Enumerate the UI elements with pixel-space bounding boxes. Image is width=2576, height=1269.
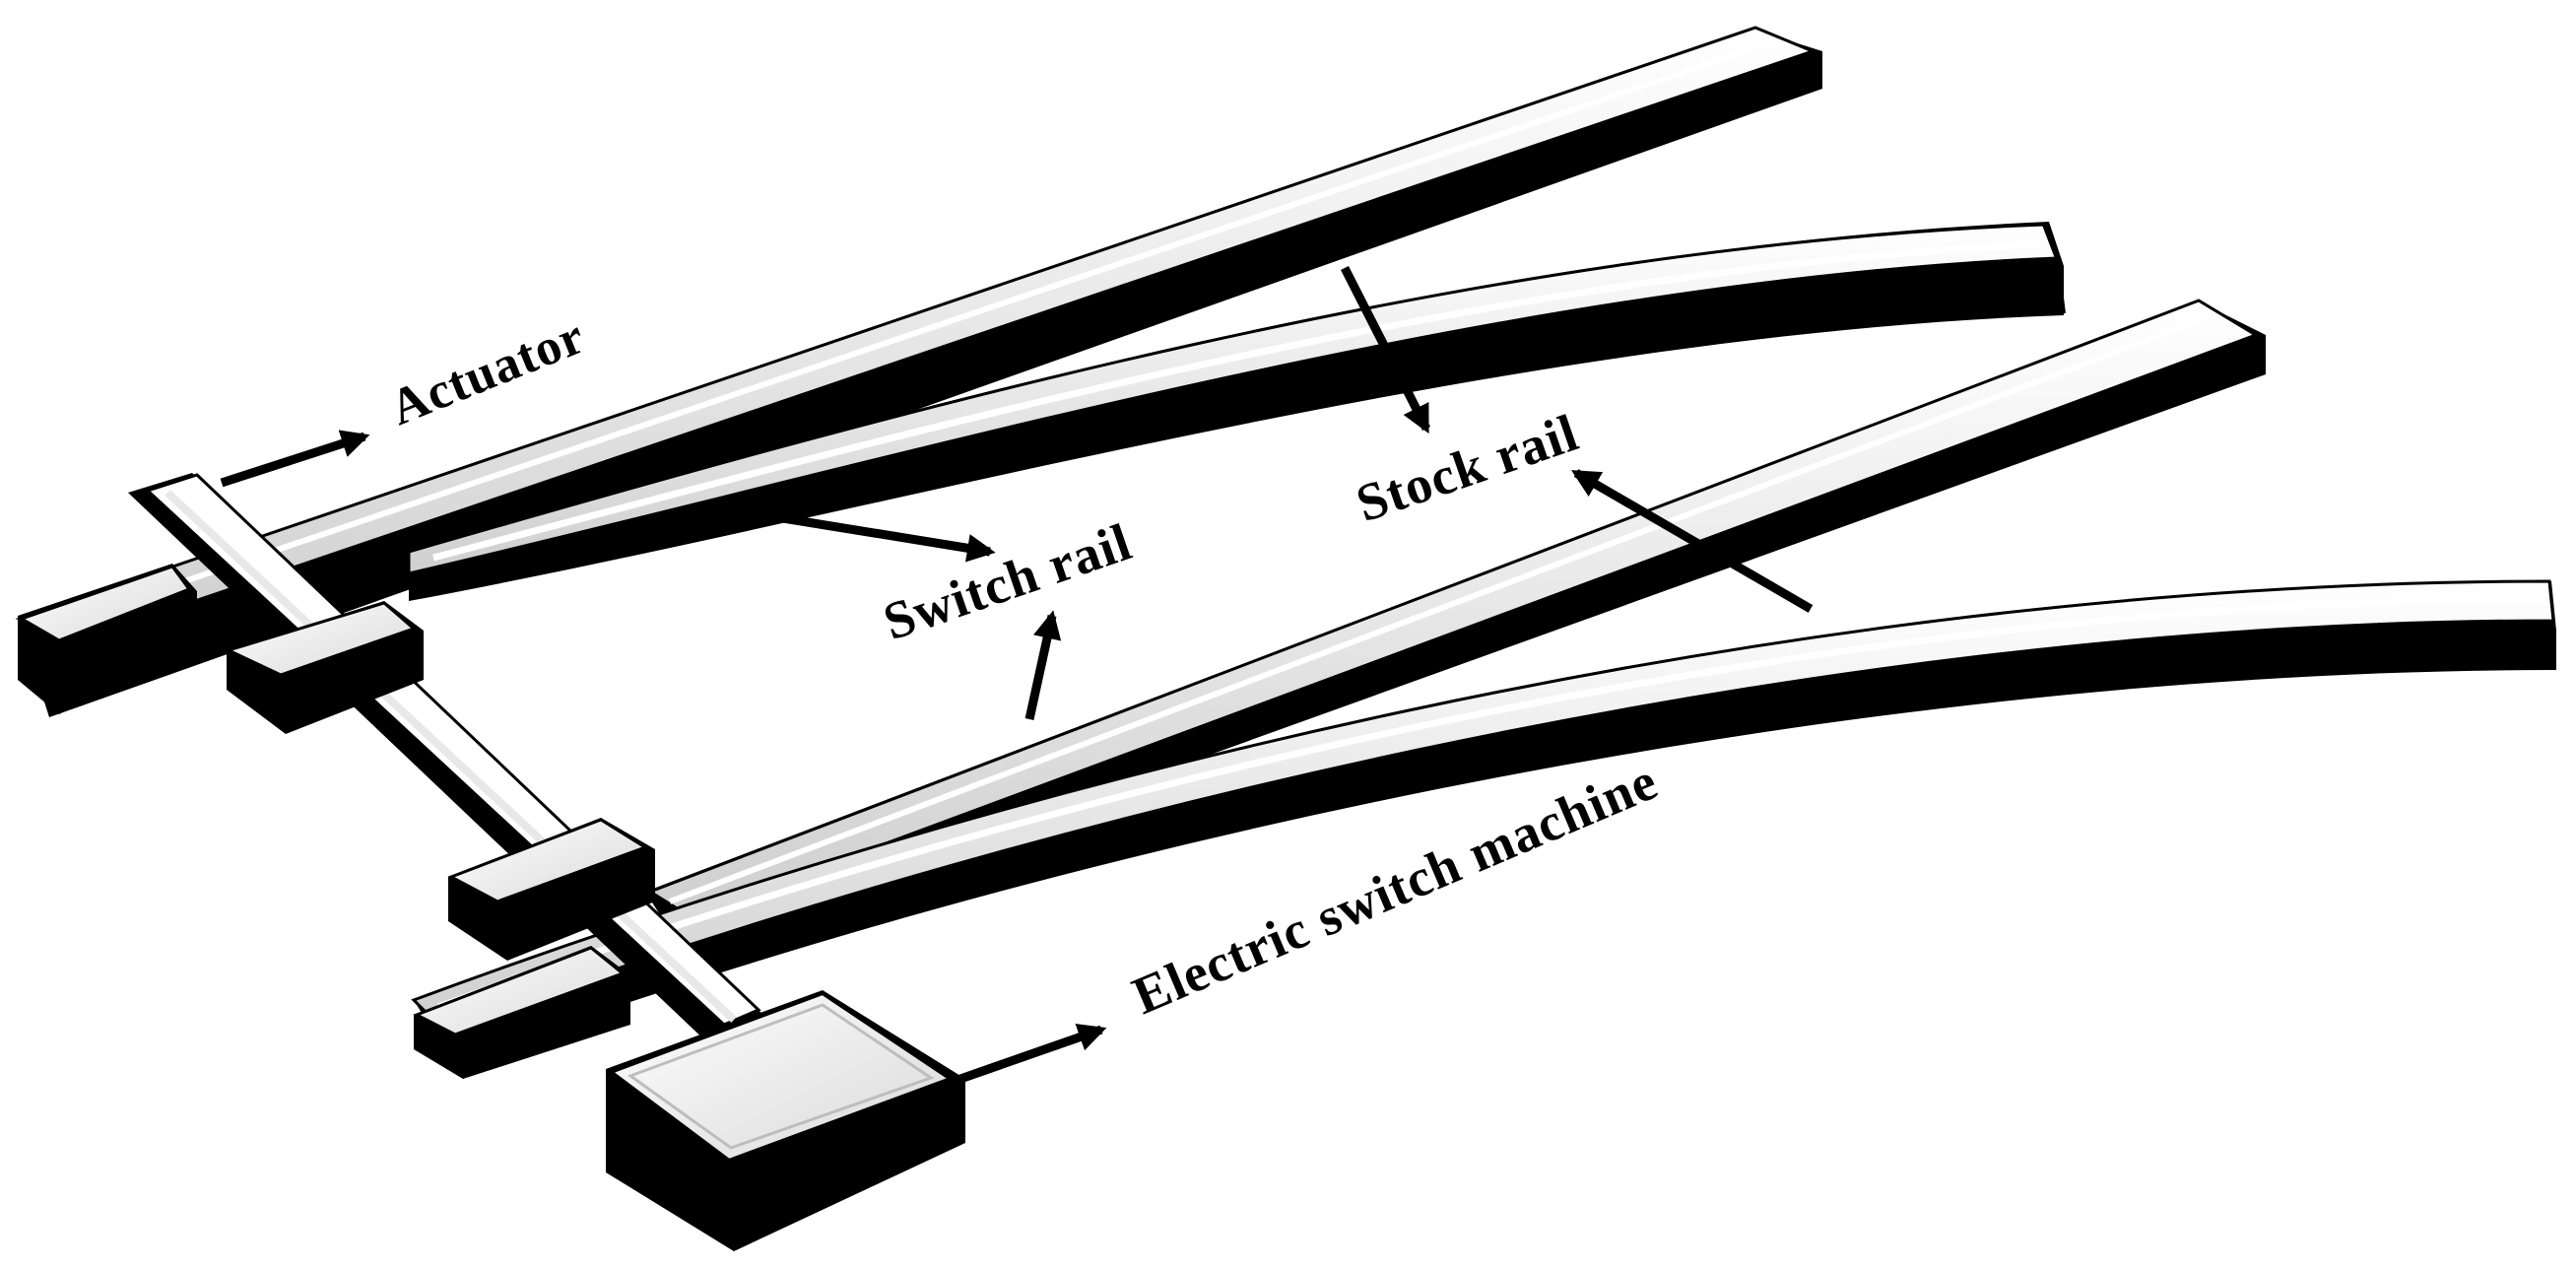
annotation-arrows xyxy=(220,265,1814,1084)
switch-rail-arrow-from-upper xyxy=(758,509,996,563)
electric-switch-machine-arrow xyxy=(958,1024,1107,1084)
rail-stub-lower-mid xyxy=(447,818,655,961)
electric-switch-machine-box xyxy=(606,990,965,1251)
rail-stub-lower-left xyxy=(413,946,630,1079)
label-actuator: Actuator xyxy=(382,308,593,436)
label-stock-rail: Stock rail xyxy=(1349,403,1585,534)
actuator-arrow xyxy=(220,430,370,488)
stock-rail-lower xyxy=(645,299,2266,946)
rail-stub-mid-left xyxy=(224,601,424,734)
stock-rail-arrow-from-lower xyxy=(1571,469,1814,613)
switch-rail-arrow-from-lower xyxy=(1024,610,1062,720)
label-switch-rail: Switch rail xyxy=(876,511,1139,651)
rail-stub-upper-left xyxy=(18,564,197,714)
stock-rail-arrow-from-upper xyxy=(1340,265,1431,434)
switch-rail-lower xyxy=(411,579,2556,1064)
switch-rail-upper xyxy=(407,222,2066,601)
